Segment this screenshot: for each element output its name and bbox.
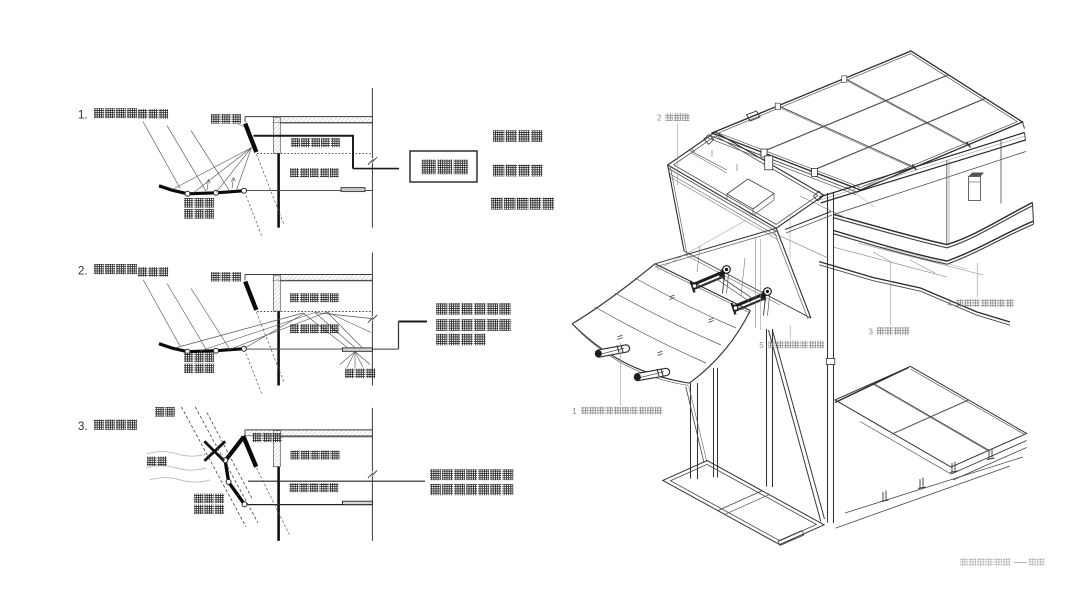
svg-text:2.: 2.	[78, 266, 88, 278]
svg-text:1.: 1.	[78, 110, 88, 122]
svg-text:2: 2	[657, 114, 662, 123]
svg-text:1: 1	[572, 407, 577, 416]
svg-text:5: 5	[759, 341, 764, 350]
svg-text:3.: 3.	[78, 421, 88, 433]
svg-text:3: 3	[869, 328, 874, 337]
svg-text:4: 4	[948, 300, 953, 309]
